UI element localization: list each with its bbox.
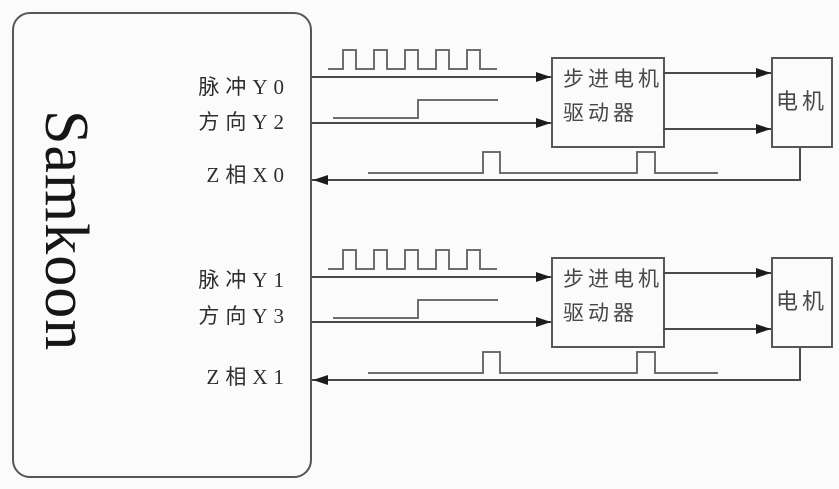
stepper-driver-label-line2: 驱动器: [563, 101, 638, 125]
driver-motor-line: [663, 128, 771, 130]
driver-motor-line: [663, 328, 771, 330]
z-phase-x1-label: Z相X1: [206, 365, 290, 389]
driver-motor-line: [663, 272, 771, 274]
direction-y2-signal-line: [312, 122, 551, 124]
direction-step-waveform-2: [330, 296, 502, 322]
pulse-train-waveform-1: [325, 46, 505, 74]
pulse-y0-label: 脉冲Y0: [198, 75, 290, 99]
driver-motor-line: [663, 72, 771, 74]
pulse-y0-signal-line: [312, 76, 551, 78]
arrow-right-icon: [536, 72, 551, 82]
pulse-y1-signal-line: [312, 276, 551, 278]
z-phase-waveform-1: [366, 148, 722, 176]
arrow-right-icon: [536, 317, 551, 327]
arrow-right-icon: [536, 272, 551, 282]
stepper-driver-box-2: 步进电机 驱动器: [551, 257, 665, 348]
motor-feedback-line-2: [799, 347, 801, 381]
motor-label: 电机: [775, 289, 828, 314]
motor-feedback-line-1: [799, 147, 801, 181]
z-phase-waveform-2: [366, 348, 722, 376]
direction-y3-signal-line: [312, 321, 551, 323]
stepper-driver-label-line2: 驱动器: [563, 301, 638, 325]
pulse-y1-label: 脉冲Y1: [198, 268, 290, 292]
arrow-right-icon: [756, 268, 771, 278]
z-phase-x0-label: Z相X0: [206, 163, 290, 187]
motor-box-2: 电机: [771, 257, 833, 348]
pulse-train-waveform-2: [325, 246, 505, 274]
arrow-right-icon: [756, 324, 771, 334]
arrow-right-icon: [756, 68, 771, 78]
arrow-left-icon: [313, 175, 328, 185]
plc-name-label: Samkoon: [32, 110, 100, 352]
motor-box-1: 电机: [771, 57, 833, 148]
z-phase-x0-signal-line: [312, 179, 801, 181]
motor-label: 电机: [775, 89, 828, 114]
stepper-driver-label-line1: 步进电机: [563, 67, 663, 91]
z-phase-x1-signal-line: [312, 379, 801, 381]
arrow-left-icon: [313, 375, 328, 385]
stepper-driver-label-line1: 步进电机: [563, 267, 663, 291]
plc-box: [12, 12, 312, 478]
direction-y2-label: 方向Y2: [198, 110, 290, 134]
direction-y3-label: 方向Y3: [198, 304, 290, 328]
direction-step-waveform-1: [330, 96, 502, 122]
arrow-right-icon: [536, 118, 551, 128]
arrow-right-icon: [756, 124, 771, 134]
stepper-driver-box-1: 步进电机 驱动器: [551, 57, 665, 148]
